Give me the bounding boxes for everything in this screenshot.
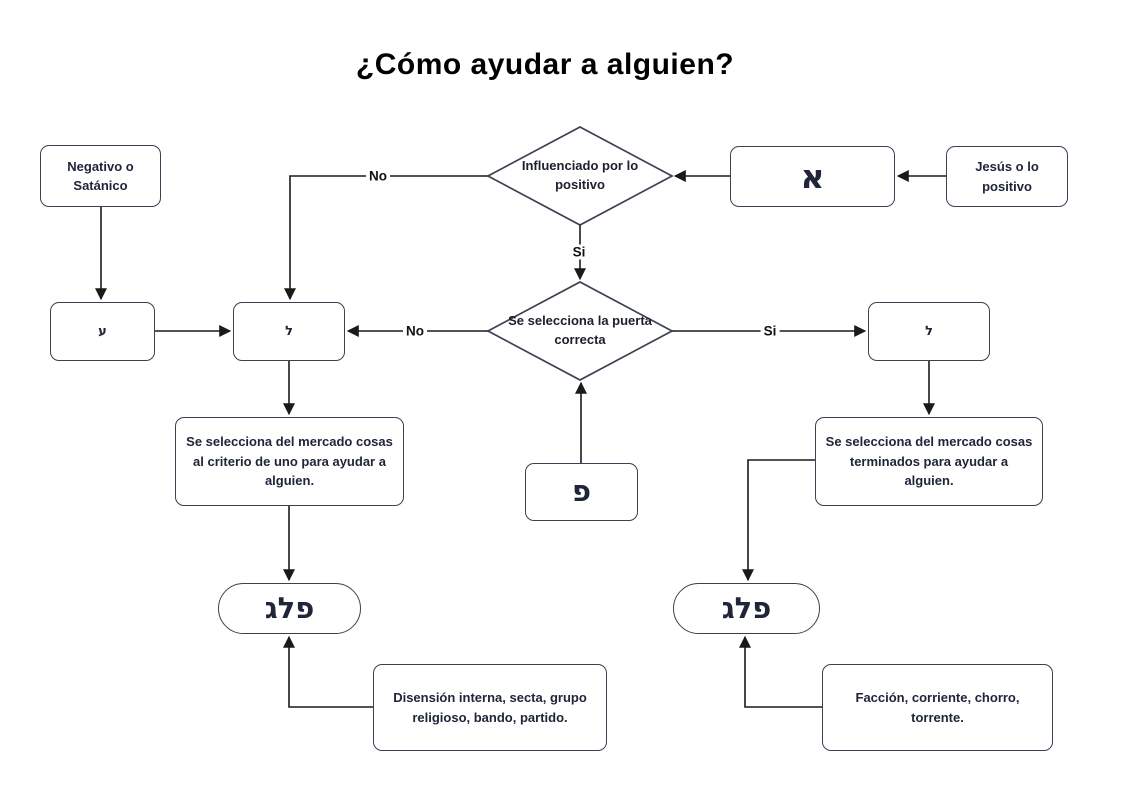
node-lamed-right: ל [868,302,990,361]
node-lamed-left-label: ל [285,323,293,339]
edge-mercado-peleg-right [742,459,815,582]
node-puerta-label: Se selecciona la puerta correcta [508,313,652,347]
node-aleph-label: א [800,156,825,196]
node-peleg-left: פלג [218,583,361,634]
node-peleg-left-label: פלג [264,590,315,625]
node-negativo-label: Negativo o Satánico [67,158,134,194]
node-faccion: Facción, corriente, chorro, torrente. [822,664,1053,751]
node-mercado-left: Se selecciona del mercado cosas al crite… [175,417,404,506]
node-faccion-label: Facción, corriente, chorro, torrente. [855,690,1020,725]
node-ayin-label: ע [98,323,107,339]
node-aleph: א [730,146,895,207]
node-disension-label: Disensión interna, secta, grupo religios… [393,690,587,725]
node-mercado-right-label: Se selecciona del mercado cosas terminad… [825,434,1033,489]
edge-label-influenciado-si: Si [569,244,589,260]
edge-faccion-peleg [739,635,822,708]
node-mercado-right: Se selecciona del mercado cosas terminad… [815,417,1043,506]
node-jesus: Jesús o lo positivo [946,146,1068,207]
node-mercado-left-label: Se selecciona del mercado cosas al crite… [186,434,393,489]
node-peleg-right-label: פלג [721,590,772,625]
node-disension: Disensión interna, secta, grupo religios… [373,664,607,751]
node-negativo: Negativo o Satánico [40,145,161,207]
page-title: ¿Cómo ayudar a alguien? [355,48,735,81]
node-jesus-label: Jesús o lo positivo [975,159,1039,194]
edge-label-puerta-si: Si [760,323,780,339]
edge-label-puerta-no: No [403,323,427,339]
node-pe-label: פ [571,474,592,509]
edge-label-influenciado-no: No [366,168,390,184]
node-lamed-left: ל [233,302,345,361]
node-peleg-right: פלג [673,583,820,634]
edge-influenciado-no [284,175,488,301]
node-ayin: ע [50,302,155,361]
node-influenciado-label: Influenciado por lo positivo [521,158,639,192]
diamond-influenciado [486,126,674,226]
edge-disension-peleg [283,635,373,708]
node-lamed-right-label: ל [925,323,933,339]
node-pe: פ [525,463,638,521]
